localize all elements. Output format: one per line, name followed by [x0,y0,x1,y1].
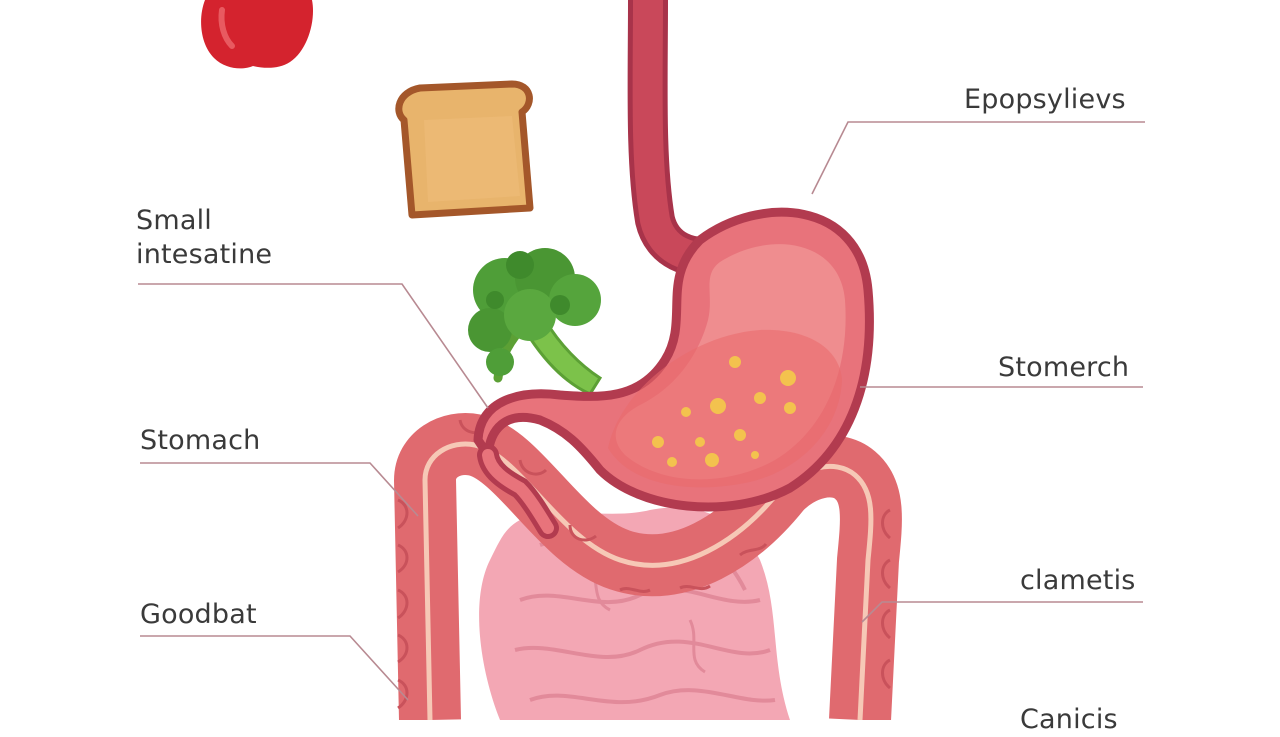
broccoli-icon [468,248,603,396]
label-epopsylievs: Epopsylievs [964,84,1126,115]
label-canicis: Canicis [1020,704,1118,735]
label-goodbat: Goodbat [140,599,257,630]
apple-icon [201,0,314,69]
leader-epopsylievs [811,121,1145,195]
esophagus [627,0,740,277]
leader-small-intestine [138,283,489,409]
digestive-diagram [138,0,1145,720]
leader-stomach-left [140,462,419,517]
leader-clametis [861,601,1143,623]
leader-goodbat [140,635,409,701]
label-stomach-left: Stomach [140,425,261,456]
bread-icon [395,80,534,219]
leader-lines [138,121,1145,701]
food-particles [652,356,796,467]
label-clametis: clametis [1020,565,1136,596]
label-small-intestine-line2: intesatine [136,239,273,270]
large-intestine [394,413,902,720]
label-stomerch: Stomerch [998,352,1130,383]
label-small-intestine-line1: Small [136,205,212,236]
label-small-intestine: Small intesatine [136,204,272,272]
stomach [473,207,874,539]
